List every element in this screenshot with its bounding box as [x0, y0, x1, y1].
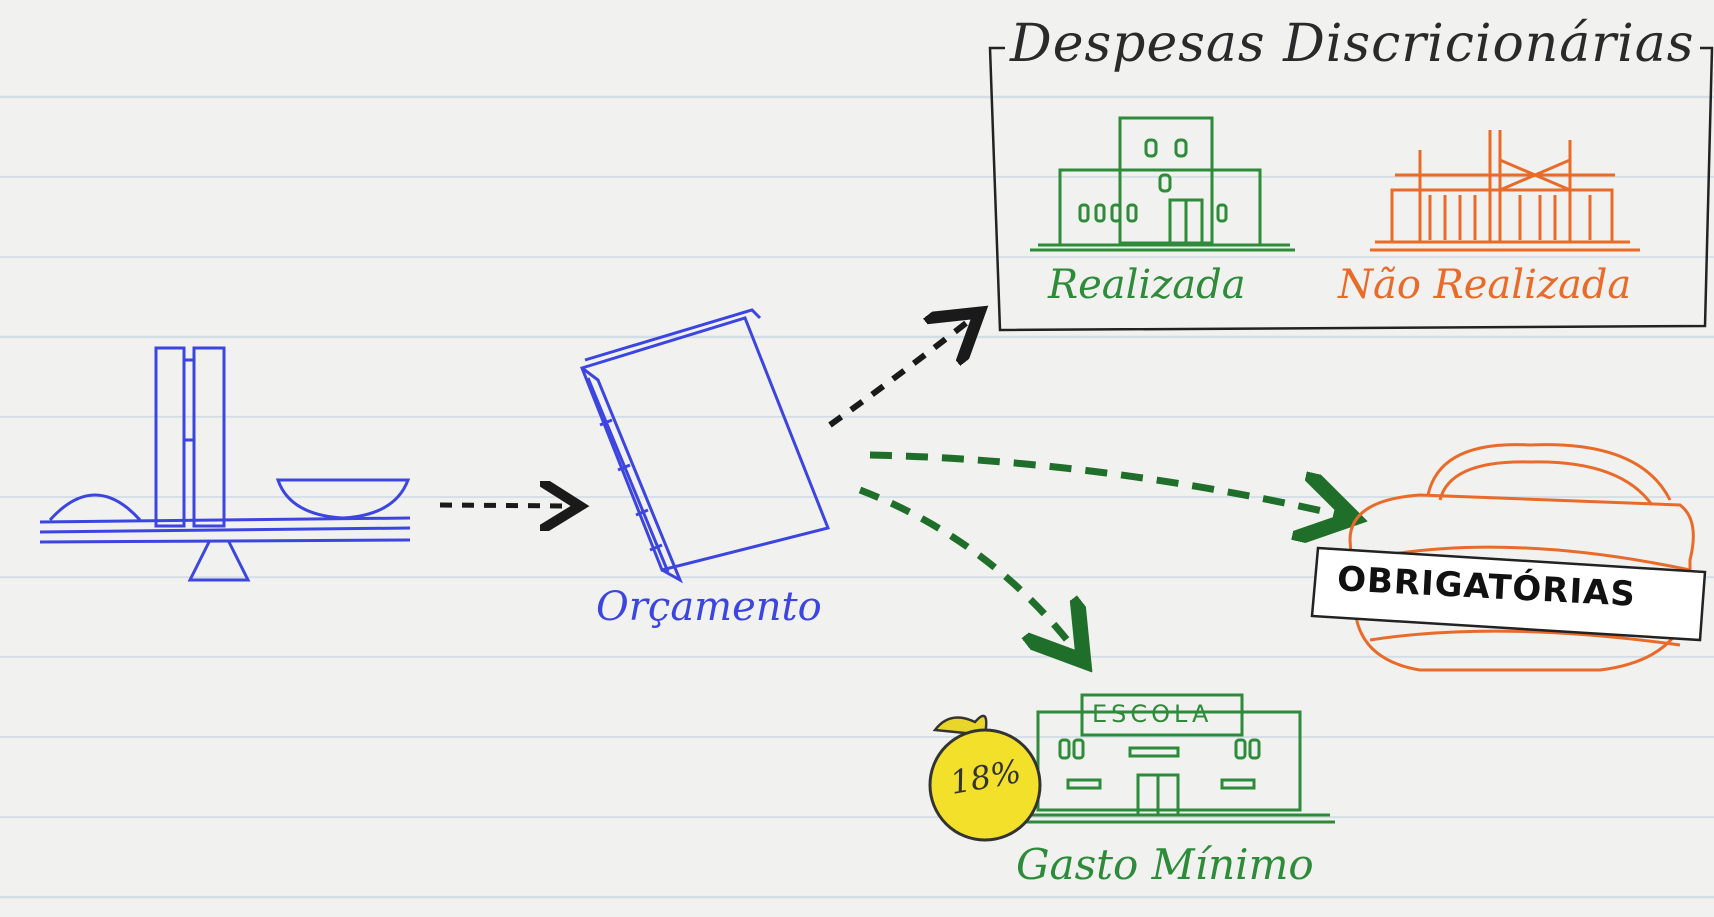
discricionarias-box	[988, 46, 1714, 332]
built-building-icon	[1030, 116, 1295, 252]
budget-book-icon	[580, 308, 831, 584]
arrow-book-to-gasto-minimo	[858, 486, 1075, 650]
label-escola-sign: ESCOLA	[1092, 700, 1213, 728]
label-nao-realizada: Não Realizada	[1338, 262, 1632, 308]
construction-icon	[1370, 130, 1640, 252]
arrow-book-to-obrigatorias	[869, 451, 1340, 515]
arrow-book-to-discricionarias	[828, 320, 970, 428]
diagram-title: Despesas Discricionárias	[1010, 14, 1695, 74]
arrow-congress-to-book	[439, 505, 570, 506]
label-realizada: Realizada	[1048, 262, 1246, 308]
school-building-icon	[1010, 693, 1335, 824]
label-gasto-minimo: Gasto Mínimo	[1016, 840, 1314, 889]
label-orcamento: Orçamento	[596, 584, 822, 630]
money-bag-icon	[928, 714, 1042, 842]
congress-building-icon	[39, 346, 411, 582]
obrigatorias-sign	[1310, 546, 1707, 642]
